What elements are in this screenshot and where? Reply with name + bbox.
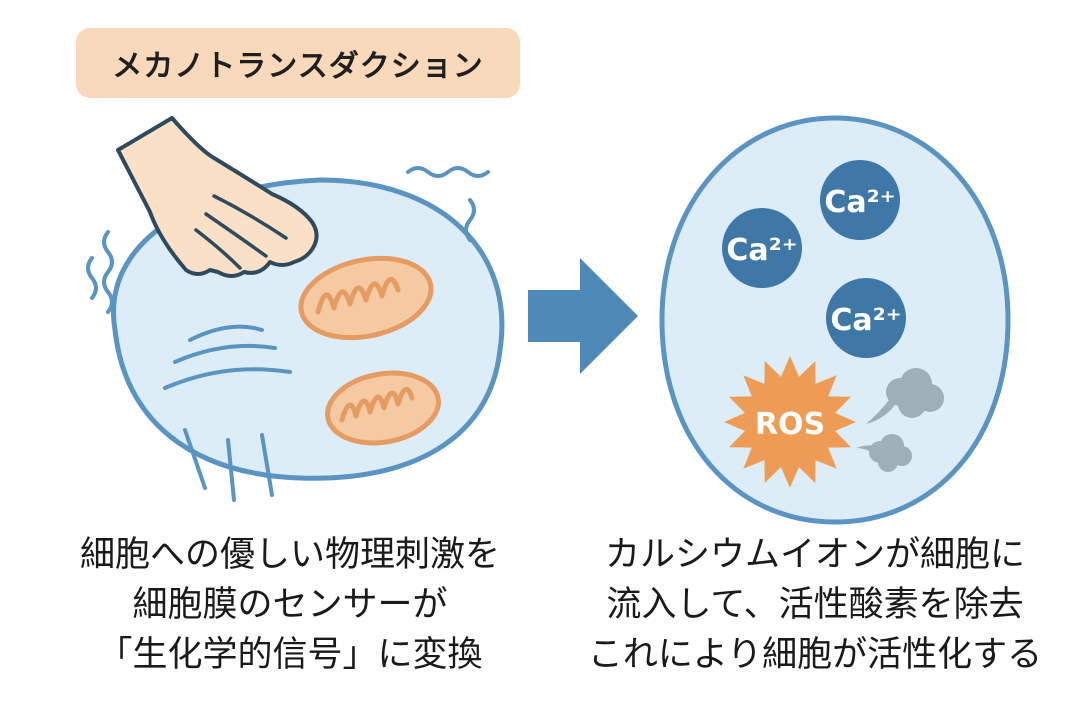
motion-line-2 xyxy=(226,438,236,502)
calcium-ion-1: Ca²⁺ xyxy=(820,160,900,240)
calcium-label-2: Ca²⁺ xyxy=(726,233,797,268)
caption-left-line-1: 細胞への優しい物理刺激を xyxy=(79,535,500,575)
mitochondria-icon xyxy=(298,255,434,341)
caption-right-line-3: これにより細胞が活性化する xyxy=(587,635,1043,675)
arrow-right-icon xyxy=(528,258,638,374)
caption-right-line-2: 流入して、活性酸素を除去 xyxy=(606,585,1024,625)
caption-left-line-2: 細胞膜のセンサーが xyxy=(132,585,448,625)
ros-burst: ROS xyxy=(724,356,856,488)
smoke-icon-2 xyxy=(856,434,912,472)
vibration-wave-right xyxy=(464,198,476,242)
calcium-label-1: Ca²⁺ xyxy=(824,185,895,220)
ros-label: ROS xyxy=(755,407,825,442)
calcium-ion-2: Ca²⁺ xyxy=(722,208,802,288)
burst-icon xyxy=(724,356,856,488)
vibration-wave-left xyxy=(102,230,114,314)
calcium-label-3: Ca²⁺ xyxy=(830,303,901,338)
motion-line-3 xyxy=(260,433,274,497)
title-badge: メカノトランスダクション xyxy=(76,28,520,98)
caption-right: カルシウムイオンが細胞に 流入して、活性酸素を除去 これにより細胞が活性化する xyxy=(565,530,1065,680)
right-cell-group: Ca²⁺ Ca²⁺ Ca²⁺ ROS xyxy=(659,115,1011,525)
mitochondria-icon-2 xyxy=(325,370,441,446)
motion-arc-1 xyxy=(188,324,264,342)
caption-right-line-1: カルシウムイオンが細胞に xyxy=(604,535,1025,575)
caption-left-line-3: 「生化学的信号」に変換 xyxy=(97,635,483,675)
motion-arc-3 xyxy=(163,367,292,390)
left-cell-group xyxy=(86,116,505,502)
vibration-wave-top xyxy=(406,166,490,178)
caption-left: 細胞への優しい物理刺激を 細胞膜のセンサーが 「生化学的信号」に変換 xyxy=(40,530,540,680)
vibration-wave-left-2 xyxy=(86,256,98,300)
motion-arc-2 xyxy=(173,343,277,364)
calcium-ion-3: Ca²⁺ xyxy=(826,278,906,358)
page-title: メカノトランスダクション xyxy=(112,49,484,84)
hand-icon xyxy=(116,116,319,278)
smoke-icon xyxy=(866,368,944,424)
motion-line-1 xyxy=(183,428,207,490)
